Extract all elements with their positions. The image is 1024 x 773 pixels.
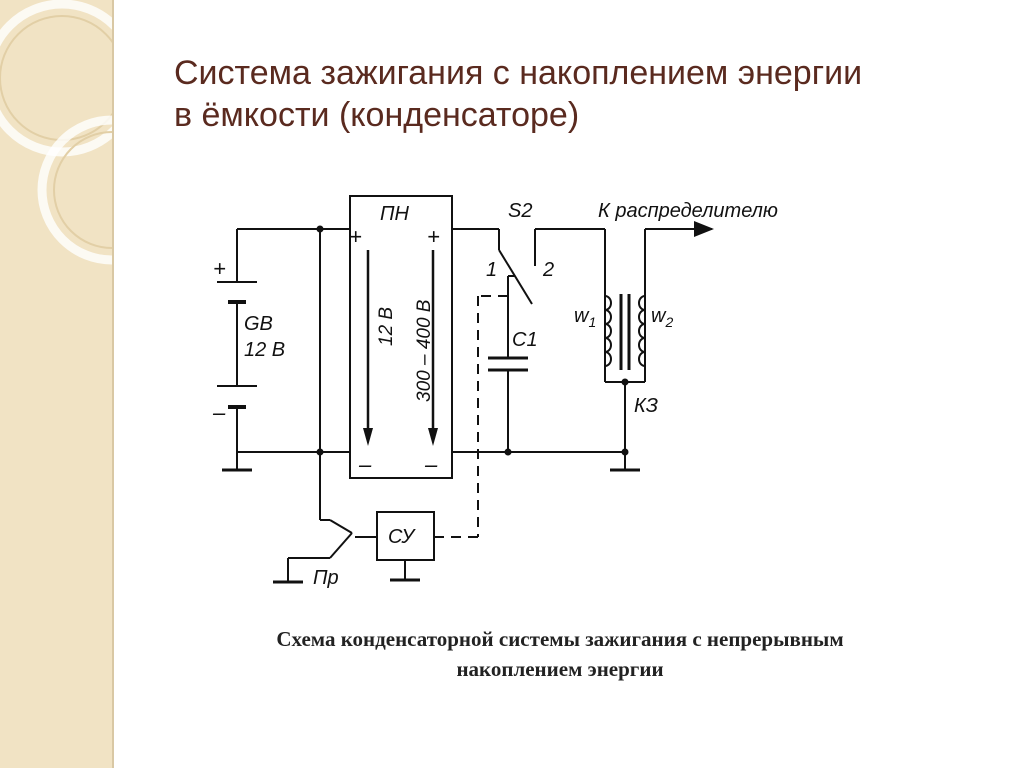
caption-line-1: Схема конденсаторной системы зажигания с… (276, 627, 844, 651)
capacitor-label: C1 (512, 329, 538, 351)
ground-symbols (222, 452, 640, 584)
figure-caption: Схема конденсаторной системы зажигания с… (150, 624, 970, 684)
circuit-wires (236, 221, 714, 582)
input-voltage-label: 12 В (376, 307, 397, 346)
switch-s2 (498, 249, 533, 305)
battery-voltage-label: 12 В (244, 339, 285, 361)
ignition-coil (604, 294, 646, 370)
voltage-converter-box (349, 195, 453, 479)
diagram-labels: ПН + + – – 12 В 300 – 400 В + – GB 12 В … (212, 200, 778, 589)
battery-plus: + (213, 256, 226, 281)
breaker-contact (329, 519, 353, 559)
caption-line-2: накоплением энергии (456, 657, 664, 681)
decorative-side-band (0, 0, 187, 768)
converter-minus-input: – (358, 452, 372, 477)
converter-plus-input: + (349, 224, 362, 249)
battery-minus: – (212, 400, 226, 425)
switch-label: S2 (508, 200, 532, 222)
arrow-down-icon (428, 428, 438, 446)
breaker-label: Пр (313, 567, 339, 589)
primary-winding-label: w1 (574, 305, 596, 330)
control-signal-dashed-lines (434, 295, 508, 538)
slide-title-line-1: Система зажигания с накоплением энергии (174, 54, 863, 92)
control-unit-label: СУ (388, 526, 416, 548)
distributor-label: К распределителю (598, 200, 778, 222)
arrow-down-icon (363, 428, 373, 446)
output-voltage-label: 300 – 400 В (414, 299, 435, 402)
coil-label: КЗ (634, 395, 658, 417)
switch-contact-1-label: 1 (486, 259, 497, 281)
switch-contact-2-label: 2 (542, 259, 554, 281)
slide-title: Система зажигания с накоплением энергии … (174, 52, 994, 136)
converter-minus-output: – (424, 452, 438, 477)
junction-dots (316, 225, 629, 456)
battery-symbol (217, 281, 257, 409)
secondary-winding-label: w2 (651, 305, 673, 330)
converter-label: ПН (380, 203, 409, 225)
converter-voltage-arrows (366, 250, 435, 432)
converter-plus-output: + (427, 224, 440, 249)
capacitor-c1 (488, 356, 528, 372)
slide-title-line-2: в ёмкости (конденсаторе) (174, 96, 580, 134)
battery-label: GB (244, 313, 273, 335)
